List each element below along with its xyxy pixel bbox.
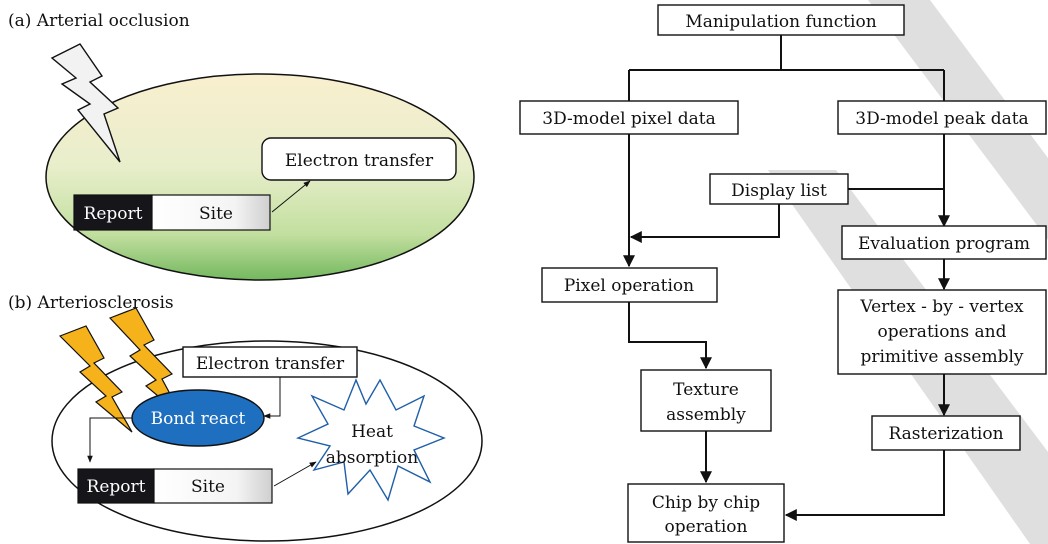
- evaluation-program-label: Evaluation program: [858, 234, 1030, 254]
- bond-react-label: Bond react: [151, 409, 246, 429]
- report-box: [77, 468, 155, 504]
- electron-transfer-box: [261, 137, 457, 181]
- pixel-operation-box: [541, 267, 718, 303]
- render-pipeline-flowchart: Manipulation function 3D-model pixel dat…: [519, 4, 1047, 543]
- site-to-transfer-arrow: [271, 180, 311, 213]
- heat-absorption-burst: [295, 378, 446, 502]
- vertex-label-line2: operations and: [878, 322, 1007, 342]
- watermark-stripes: [768, 0, 1048, 544]
- display-list-label: Display list: [731, 181, 827, 201]
- panel-a-label: (a) Arterial occlusion: [8, 11, 190, 31]
- panel-b-label: (b) Arteriosclerosis: [8, 293, 174, 313]
- peak-data-box: [837, 100, 1047, 135]
- bond-to-report-connector: [87, 417, 132, 463]
- site-label: Site: [191, 477, 225, 497]
- rasterization-label: Rasterization: [888, 424, 1003, 444]
- chip-label-line2: operation: [665, 517, 748, 537]
- pixel-data-label: 3D-model pixel data: [542, 109, 715, 129]
- display-list-box: [709, 173, 849, 205]
- evaluation-program-box: [841, 225, 1047, 260]
- report-label: Report: [84, 204, 143, 224]
- vertex-operations-box: [837, 289, 1047, 375]
- panel-a: (a) Arterial occlusion Electron transfer…: [8, 11, 475, 281]
- peak-data-label: 3D-model peak data: [855, 109, 1028, 129]
- vertex-label-line3: primitive assembly: [860, 347, 1023, 367]
- report-label: Report: [87, 477, 146, 497]
- texture-label-line2: assembly: [666, 405, 746, 425]
- connector: [628, 302, 712, 370]
- lightning-icon: [58, 325, 133, 433]
- manipulation-function-label: Manipulation function: [685, 12, 876, 32]
- electron-transfer-label: Electron transfer: [285, 151, 434, 171]
- electron-transfer-label: Electron transfer: [196, 354, 345, 374]
- manipulation-function-box: [657, 4, 905, 36]
- lightning-icon: [50, 43, 121, 163]
- texture-label-line1: Texture: [673, 380, 739, 400]
- texture-assembly-box: [640, 369, 772, 432]
- panel-b: (b) Arteriosclerosis Electron transfer B…: [8, 293, 483, 542]
- site-box: [151, 194, 271, 231]
- pixel-data-box: [519, 100, 739, 135]
- pixel-operation-label: Pixel operation: [564, 276, 694, 296]
- heat-label: Heat: [351, 422, 393, 442]
- site-label: Site: [199, 204, 233, 224]
- connector: [629, 204, 780, 243]
- site-box: [153, 468, 273, 504]
- report-box: [73, 194, 153, 231]
- electron-transfer-box: [182, 346, 358, 378]
- site-to-heat-arrow: [273, 461, 317, 487]
- vertex-label-line1: Vertex - by - vertex: [859, 297, 1024, 317]
- connector: [784, 450, 945, 521]
- transfer-to-bond-connector: [263, 377, 281, 419]
- absorption-label: absorption: [326, 448, 418, 468]
- rasterization-box: [871, 415, 1021, 451]
- chip-label-line1: Chip by chip: [652, 493, 760, 513]
- chip-operation-box: [627, 483, 785, 543]
